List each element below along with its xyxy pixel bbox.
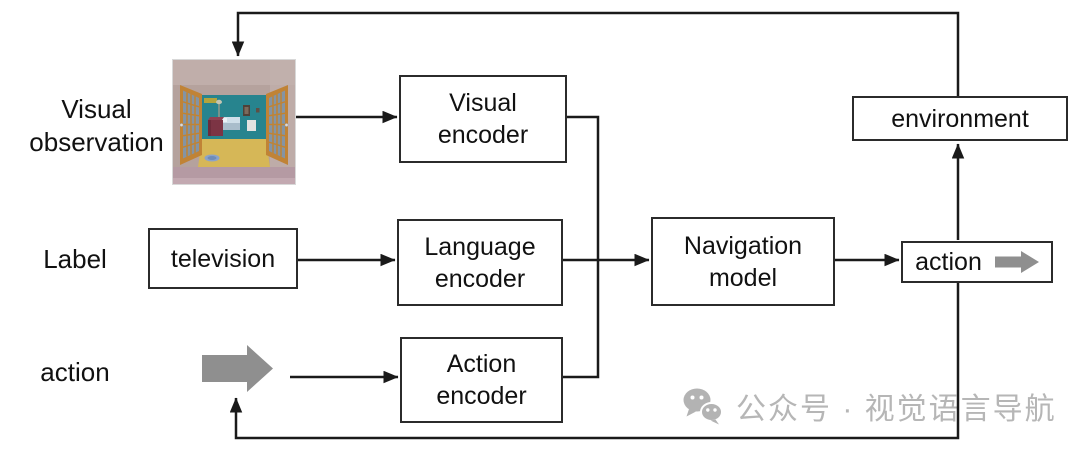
gray-arrow-right-icon: [994, 251, 1039, 273]
row-label-visual-observation: Visual observation: [29, 94, 164, 157]
television-box: television: [148, 228, 298, 289]
action-encoder-box: Action encoder: [400, 337, 563, 423]
visual-encoder-box: Visual encoder: [399, 75, 567, 163]
navigation-model-box: Navigation model: [651, 217, 835, 306]
environment-box: environment: [852, 96, 1068, 141]
gray-arrow-right-icon: [202, 345, 273, 392]
wechat-icon: [683, 388, 723, 425]
feedback-environment-to-observation: [231, 11, 960, 96]
action-output-box: action: [901, 241, 1053, 283]
watermark-text: 公众号 · 视觉语言导航: [736, 393, 1057, 426]
encoder-junction-line: [563, 115, 600, 379]
row-label-label: Label: [43, 244, 107, 274]
language-encoder-box: Language encoder: [397, 219, 563, 306]
watermark: 公众号 · 视觉语言导航: [683, 384, 1057, 428]
row-label-action: action: [40, 357, 110, 387]
room-scene-image: [172, 59, 296, 185]
action-output-label: action: [915, 248, 982, 276]
